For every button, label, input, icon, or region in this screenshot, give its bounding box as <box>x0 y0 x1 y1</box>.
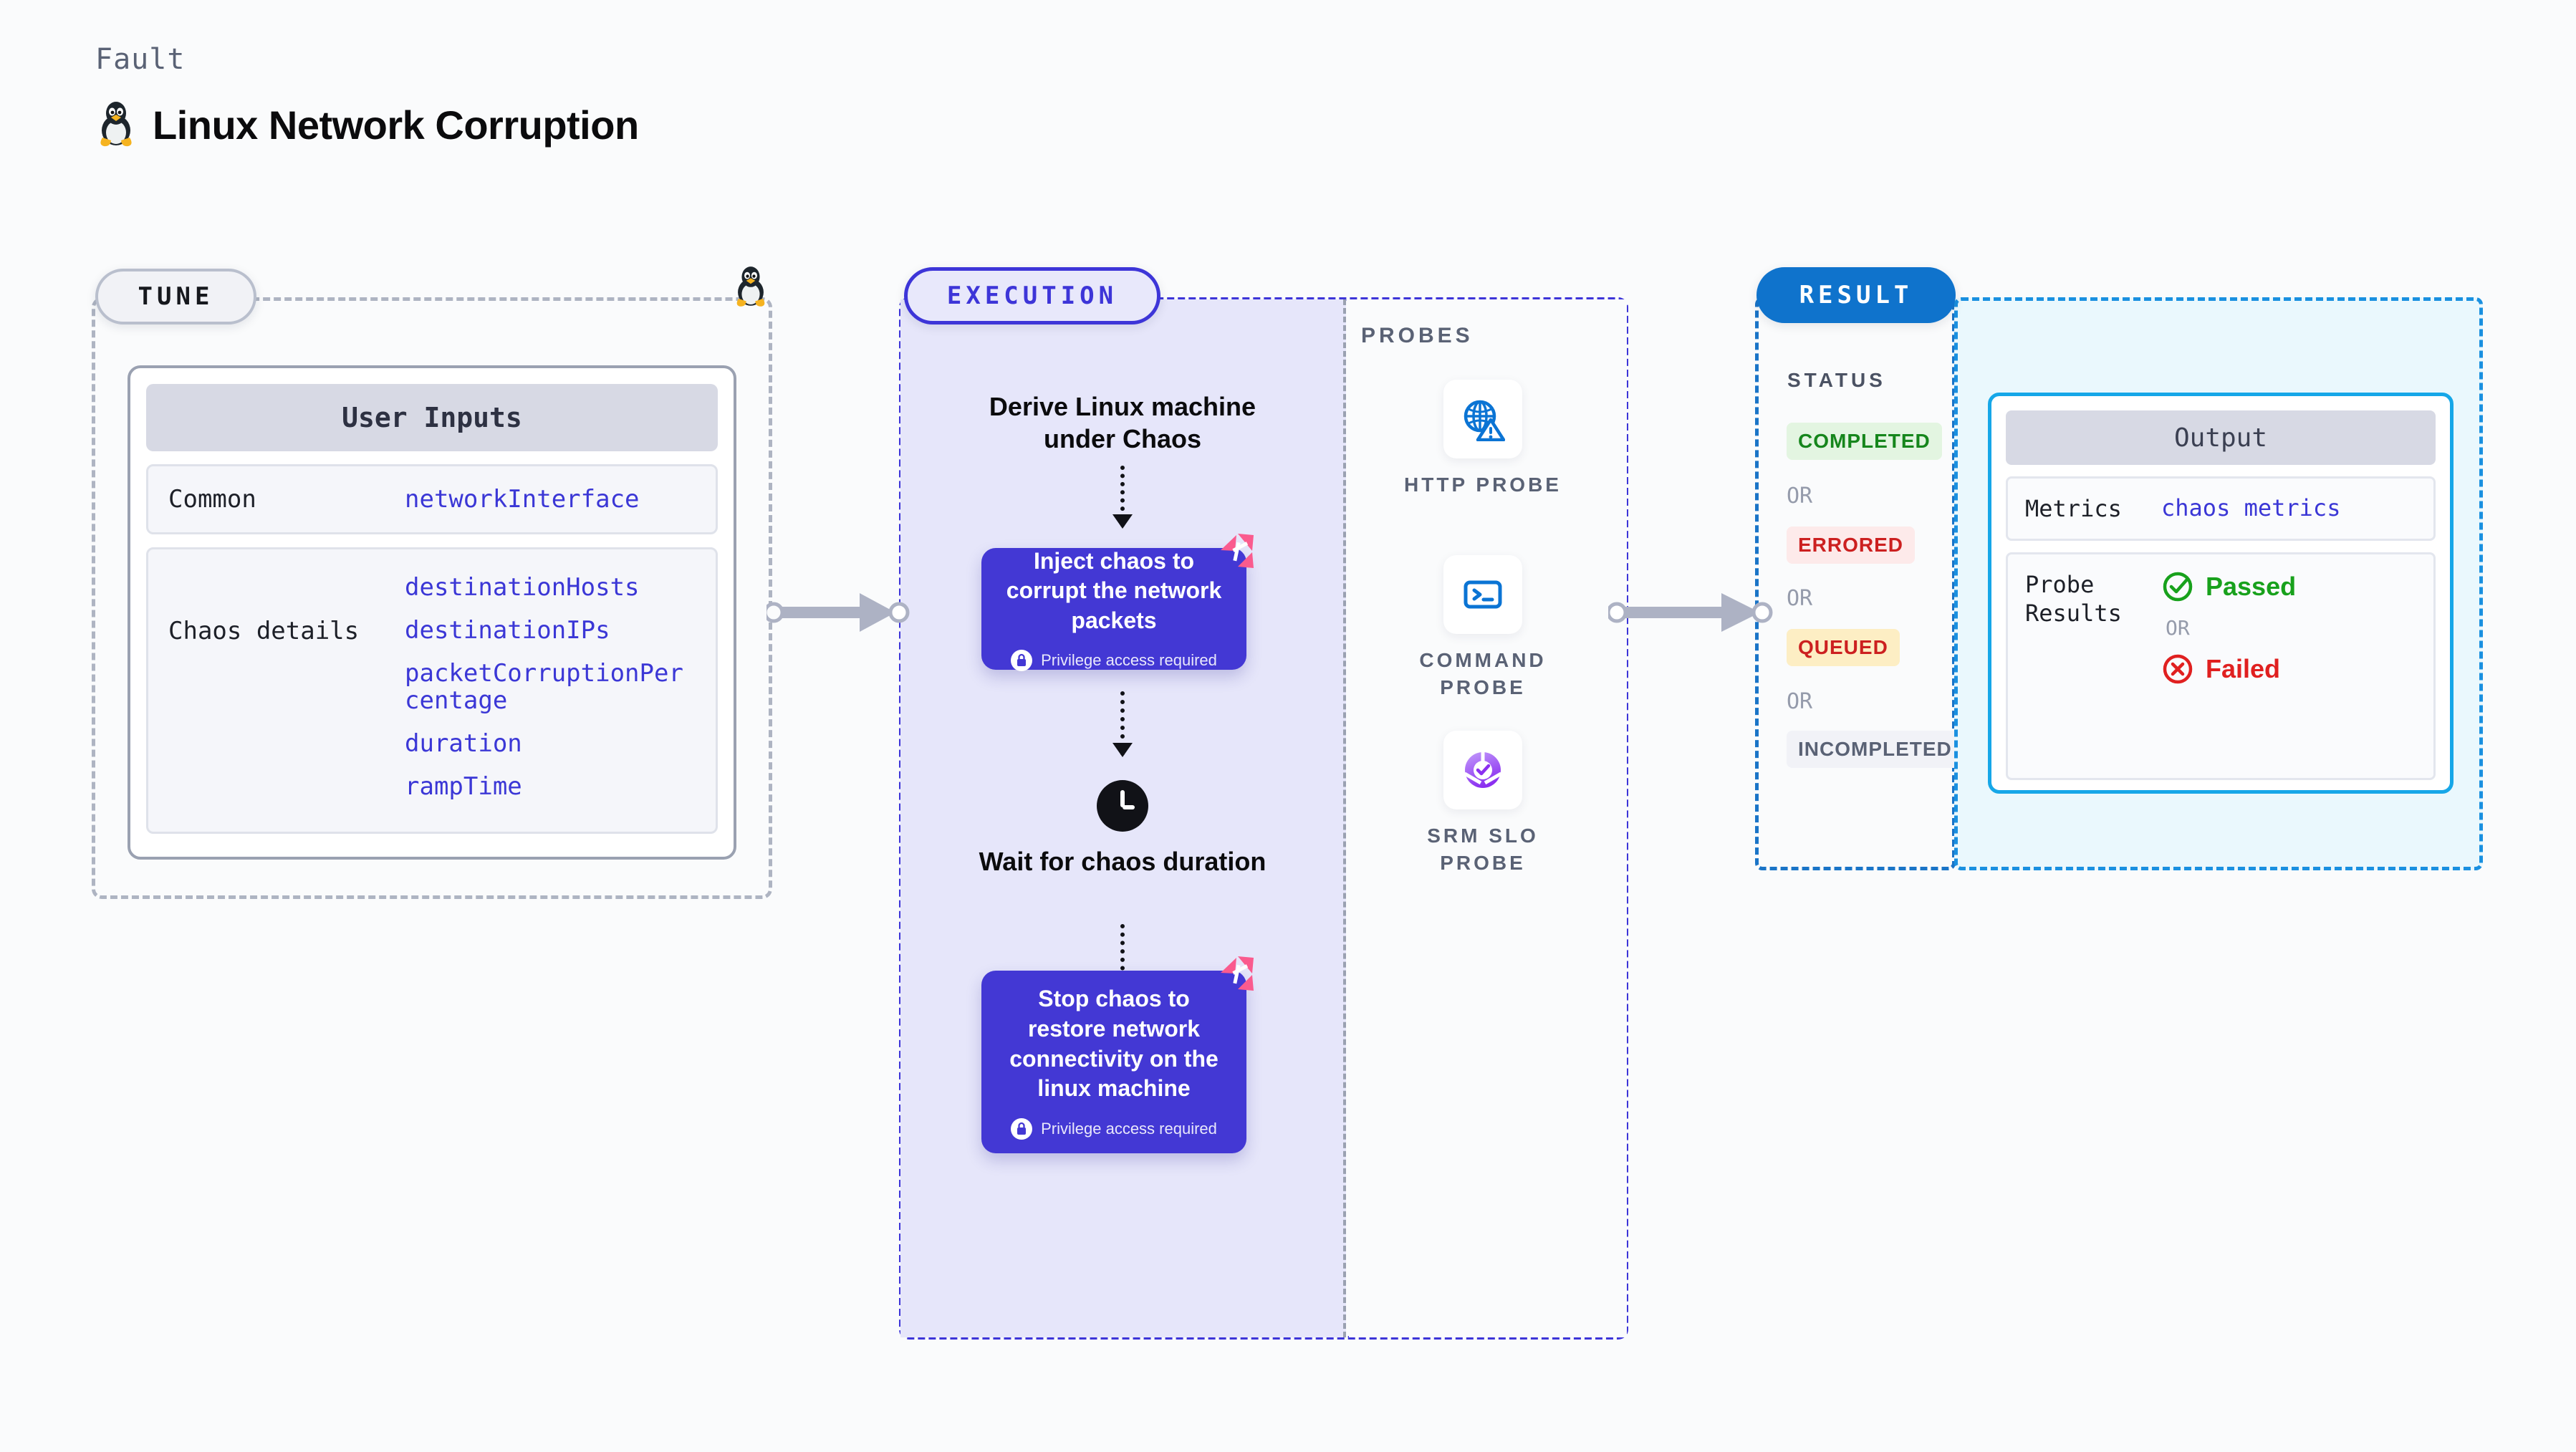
probe-label: COMMAND PROBE <box>1419 649 1547 698</box>
status-badge-completed: COMPLETED <box>1787 423 1942 460</box>
slo-donut-check-icon <box>1443 731 1522 809</box>
result-stage-badge[interactable]: RESULT <box>1756 267 1956 323</box>
input-group-chaos-details: Chaos details destinationHosts destinati… <box>146 547 718 834</box>
status-badge-incompleted: INCOMPLETED <box>1787 731 1964 768</box>
x-circle-icon <box>2163 654 2193 684</box>
flow-card-label: Stop chaos to restore network connectivi… <box>1009 986 1219 1102</box>
verdict-label: Failed <box>2206 654 2281 683</box>
title-row: Linux Network Corruption <box>95 99 639 151</box>
flow-card-inject-chaos[interactable]: Inject chaos to corrupt the network pack… <box>981 534 1254 672</box>
flow-arrow-2 <box>1112 691 1133 757</box>
status-badge-queued: QUEUED <box>1787 629 1900 666</box>
connector-execution-to-result <box>1606 587 1773 641</box>
privilege-badge-label: Privilege access required <box>1041 651 1217 670</box>
privilege-badge: Privilege access required <box>1011 1117 1217 1140</box>
or-separator: OR <box>1787 689 1813 714</box>
verdict-failed: Failed <box>2161 653 2296 686</box>
input-group-label: Chaos details <box>168 617 360 645</box>
privilege-badge-label: Privilege access required <box>1041 1119 1217 1138</box>
tux-penguin-icon <box>732 264 769 312</box>
input-value[interactable]: networkInterface <box>405 484 640 514</box>
page-header: Fault Linux Network Corruption <box>95 43 639 151</box>
input-group-label: Common <box>168 485 256 514</box>
verdict-passed: Passed <box>2161 570 2296 603</box>
flow-step-derive: Derive Linux machine under Chaos <box>989 392 1256 453</box>
flow-arrow-1 <box>1112 466 1133 529</box>
input-value[interactable]: destinationHosts <box>405 573 640 602</box>
user-inputs-title: User Inputs <box>146 384 718 451</box>
harness-logo-icon <box>1216 953 1256 997</box>
user-inputs-card: User Inputs Common networkInterface Chao… <box>128 365 736 860</box>
status-section-label: STATUS <box>1787 369 1886 391</box>
input-value[interactable]: destinationIPs <box>405 616 610 645</box>
probe-srm-slo[interactable]: SRM SLO PROBE <box>1390 731 1576 877</box>
verdict-list: Passed OR Failed <box>2161 570 2296 686</box>
output-row-metrics: Metrics chaos metrics <box>2006 476 2436 541</box>
input-value[interactable]: rampTime <box>405 772 522 802</box>
lock-icon <box>1011 650 1033 672</box>
or-separator: OR <box>1787 586 1813 611</box>
status-badge-errored: ERRORED <box>1787 527 1916 564</box>
output-card-title: Output <box>2006 410 2436 465</box>
flow-step-wait: Wait for chaos duration <box>979 847 1267 876</box>
harness-logo-icon <box>1216 531 1256 574</box>
tux-penguin-icon <box>95 99 137 151</box>
globe-warning-icon <box>1443 380 1522 458</box>
clock-icon <box>1095 779 1150 837</box>
execution-stage-badge[interactable]: EXECUTION <box>904 267 1160 324</box>
flow-card-label: Inject chaos to corrupt the network pack… <box>1006 547 1222 633</box>
tune-stage-badge[interactable]: TUNE <box>95 269 256 324</box>
page-title: Linux Network Corruption <box>153 102 639 148</box>
probe-label: SRM SLO PROBE <box>1427 824 1539 874</box>
verdict-label: Passed <box>2206 572 2297 601</box>
result-stage-panel <box>1755 297 1956 870</box>
output-card: Output Metrics chaos metrics Probe Resul… <box>1988 393 2454 794</box>
input-group-values: destinationHosts destinationIPs packetCo… <box>405 573 696 802</box>
check-circle-icon <box>2163 572 2193 602</box>
connector-tune-to-execution <box>763 587 910 641</box>
or-separator: OR <box>2166 616 2190 640</box>
output-row-value[interactable]: chaos metrics <box>2161 494 2341 521</box>
probes-column <box>1349 299 1627 1337</box>
probes-section-label: PROBES <box>1361 324 1474 347</box>
probe-label: HTTP PROBE <box>1404 473 1562 496</box>
output-row-label: Probe Results <box>2025 571 2122 627</box>
fault-kicker: Fault <box>95 43 186 76</box>
terminal-prompt-icon <box>1443 555 1522 634</box>
input-group-common: Common networkInterface <box>146 464 718 534</box>
input-group-values: networkInterface <box>405 486 640 513</box>
or-separator: OR <box>1787 484 1813 509</box>
privilege-badge: Privilege access required <box>1011 650 1217 672</box>
input-value[interactable]: duration <box>405 729 522 759</box>
lock-icon <box>1011 1117 1033 1140</box>
output-row-probe-results: Probe Results Passed OR Failed <box>2006 552 2436 780</box>
probe-http[interactable]: HTTP PROBE <box>1390 380 1576 499</box>
output-row-label: Metrics <box>2025 495 2122 522</box>
probe-command[interactable]: COMMAND PROBE <box>1390 555 1576 701</box>
flow-card-stop-chaos[interactable]: Stop chaos to restore network connectivi… <box>981 956 1254 1153</box>
input-value[interactable]: packetCorruptionPercentage <box>405 659 683 716</box>
